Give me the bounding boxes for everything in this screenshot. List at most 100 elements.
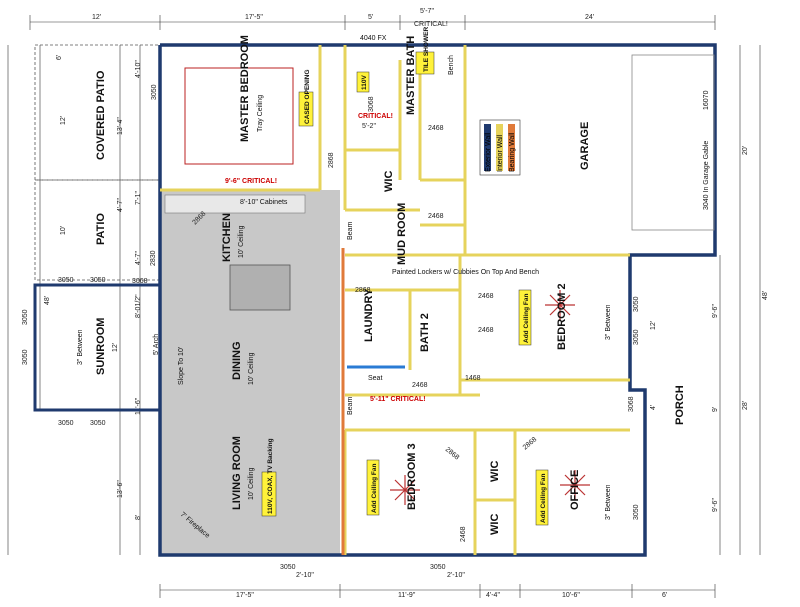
ceiling-fan-office [560, 470, 590, 500]
door-3068-c: 3068 [628, 396, 635, 412]
dim-left-b: 12' [60, 116, 67, 125]
room-sunroom: SUNROOM [95, 318, 107, 375]
dim-left-j: 4'-10" [135, 60, 142, 78]
ceiling-fan-bedroom2 [545, 290, 575, 320]
dim-bottom-6: 10'-6" [562, 592, 580, 599]
window-3050-h: 3050 [280, 564, 296, 571]
left-dimension-lines [7, 45, 141, 555]
room-master-bedroom: MASTER BEDROOM [239, 35, 251, 142]
dim-right-c: 9'-6" [712, 498, 719, 512]
room-dining: DINING [231, 342, 243, 381]
note-critical1-dim: 5'-2" [362, 123, 376, 130]
window-3050-j: 3050 [633, 296, 640, 312]
room-mud: MUD ROOM [396, 203, 408, 265]
room-covered-patio: COVERED PATIO [95, 70, 107, 160]
tag-fan-office: Add Ceiling Fan [540, 474, 547, 524]
dim-bottom-4: 2'-10" [447, 572, 465, 579]
dim-left-f: 13'-4" [117, 117, 124, 135]
dim-left-l: 7'-1" [135, 191, 142, 205]
window-3050-k: 3050 [633, 329, 640, 345]
room-laundry: LAUNDRY [363, 288, 375, 342]
legend-bearing: Bearing Wall [509, 132, 516, 172]
right-dimension-lines [719, 45, 761, 555]
door-2468-e: 2468 [412, 382, 428, 389]
garage-door [631, 54, 715, 231]
door-3068-b: 3068 [132, 278, 148, 285]
note-critical1: CRITICAL! [358, 113, 393, 120]
dim-left-c: 10' [60, 226, 67, 235]
dim-top-1: 12' [92, 14, 101, 21]
legend-exterior: Exterior Wall [485, 132, 492, 172]
interior-walls [160, 45, 630, 555]
note-slope: Slope To 10' [178, 347, 185, 385]
room-bath2: BATH 2 [419, 313, 431, 352]
dim-top-3: 5' [368, 14, 373, 21]
tray-ceiling-outline [184, 67, 294, 165]
window-3050-a: 3050 [151, 84, 158, 100]
room-office: OFFICE [569, 470, 581, 510]
room-kitchen: KITCHEN [221, 213, 233, 262]
wall-legend [479, 119, 521, 176]
ceiling-fan-bedroom3 [390, 475, 420, 505]
dim-left-g: 13'-6" [117, 480, 124, 498]
window-3050-g: 3050 [90, 420, 106, 427]
room-master-bath: MASTER BATH [405, 36, 417, 115]
dim-bottom-2: 2'-10" [296, 572, 314, 579]
room-porch: PORCH [674, 385, 686, 425]
door-1468: 1468 [465, 375, 481, 382]
master-ceiling: Tray Ceiling [257, 95, 264, 132]
legend-interior: Interior Wall [497, 134, 504, 172]
dim-right-garage: 20' [742, 146, 749, 155]
dim-bottom-1: 17'-5" [236, 592, 254, 599]
living-floor [160, 190, 340, 555]
note-beam2: Beam [347, 397, 354, 415]
window-3050-c: 3050 [90, 277, 106, 284]
door-2468-b: 2468 [428, 213, 444, 220]
dim-right-a: 9'-6" [712, 304, 719, 318]
note-beam1: Beam [347, 222, 354, 240]
dim-bottom-7: 6' [662, 592, 667, 599]
garage-note: 3040 In Garage Gable [703, 141, 710, 210]
window-3050-b: 3050 [58, 277, 74, 284]
room-garage: GARAGE [579, 122, 591, 170]
yellow-tags [261, 51, 549, 526]
door-2468-d: 2468 [478, 327, 494, 334]
door-3068-a: 3068 [368, 96, 375, 112]
room-patio: PATIO [95, 213, 107, 245]
kitchen-island [229, 264, 291, 311]
dim-right-d: 12' [650, 321, 657, 330]
dim-left-e: 4'-7" [117, 198, 124, 212]
dim-left-m: 4'-7" [135, 251, 142, 265]
room-wic2: WIC [489, 461, 501, 482]
dim-left-overall: 48' [44, 296, 51, 305]
tag-tile-shower: TILE SHOWER [423, 27, 430, 72]
dim-right-overall: 48' [762, 291, 769, 300]
dim-left-d: 12' [112, 343, 119, 352]
sunroom-note: 3" Between [77, 329, 84, 365]
kitchen-counter [164, 194, 306, 214]
door-2868-e: 2868 [522, 436, 539, 451]
living-ceiling: 10' Ceiling [248, 467, 255, 500]
room-wic1: WIC [383, 171, 395, 192]
window-3050-f: 3050 [58, 420, 74, 427]
exterior-walls [158, 43, 717, 557]
dim-right-e: 4' [650, 405, 657, 410]
kitchen-ceiling: 10' Ceiling [238, 225, 245, 258]
tag-110v: 110V [361, 75, 368, 90]
dim-top-5: 24' [585, 14, 594, 21]
note-cabinets: 8'-10" Cabinets [240, 199, 288, 206]
dim-top-4: 5'-7" [420, 8, 434, 15]
room-living: LIVING ROOM [231, 436, 243, 510]
note-critical2: 9'-6" CRITICAL! [225, 178, 277, 185]
note-lockers: Painted Lockers w/ Cubbies On Top And Be… [392, 269, 539, 276]
window-3050-i: 3050 [430, 564, 446, 571]
note-between3: 3" Between [605, 484, 612, 520]
room-bedroom2: BEDROOM 2 [556, 283, 568, 350]
window-3050-l: 3050 [633, 504, 640, 520]
room-bedroom3: BEDROOM 3 [406, 443, 418, 510]
bottom-dimension-lines [159, 584, 716, 598]
note-arch: 5' Arch [153, 334, 160, 355]
door-2868-a: 2868 [328, 152, 335, 168]
window-3050-d: 3050 [22, 309, 29, 325]
